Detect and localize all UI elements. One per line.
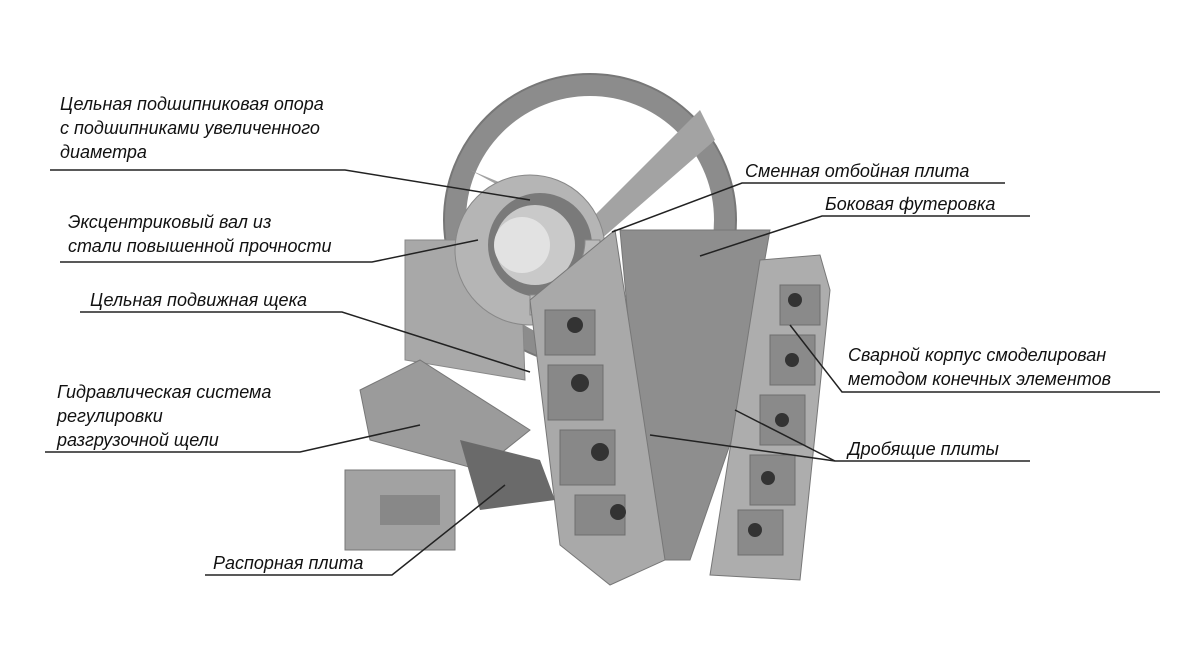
label-line: Сварной корпус смоделирован: [848, 345, 1107, 365]
label-replaceable-plate: Сменная отбойная плита: [745, 159, 969, 183]
label-line: методом конечных элементов: [848, 369, 1112, 389]
label-hydraulic-system: Гидравлическая система регулировки разгр…: [57, 380, 271, 452]
label-eccentric-shaft: Эксцентриковый вал из стали повышенной п…: [68, 210, 331, 258]
label-side-lining: Боковая футеровка: [825, 192, 995, 216]
label-line: Распорная плита: [213, 553, 364, 573]
label-line: Дробящие плиты: [848, 439, 999, 459]
body-holes: [748, 293, 802, 537]
label-line: с подшипниками увеличенного: [60, 118, 320, 138]
label-line: Гидравлическая система: [57, 382, 272, 402]
label-welded-body: Сварной корпус смоделирован методом коне…: [848, 343, 1111, 391]
label-line: диаметра: [60, 142, 147, 162]
hydraulic-system: [344, 359, 555, 551]
label-line: стали повышенной прочности: [68, 236, 332, 256]
label-line: Боковая футеровка: [825, 194, 996, 214]
label-toggle-plate: Распорная плита: [213, 551, 363, 575]
label-line: Цельная подвижная щека: [90, 290, 308, 310]
label-bearing-support: Цельная подшипниковая опора с подшипника…: [60, 92, 324, 164]
label-line: Сменная отбойная плита: [745, 161, 970, 181]
jaw-holes: [567, 317, 626, 520]
leader-lines: [45, 169, 1160, 576]
label-crushing-plates: Дробящие плиты: [848, 437, 999, 461]
movable-jaw-pockets: [544, 309, 626, 536]
label-line: Эксцентриковый вал из: [68, 212, 272, 232]
label-movable-jaw: Цельная подвижная щека: [90, 288, 307, 312]
label-line: Цельная подшипниковая опора: [60, 94, 324, 114]
label-line: разгрузочной щели: [57, 430, 219, 450]
label-line: регулировки: [57, 406, 163, 426]
